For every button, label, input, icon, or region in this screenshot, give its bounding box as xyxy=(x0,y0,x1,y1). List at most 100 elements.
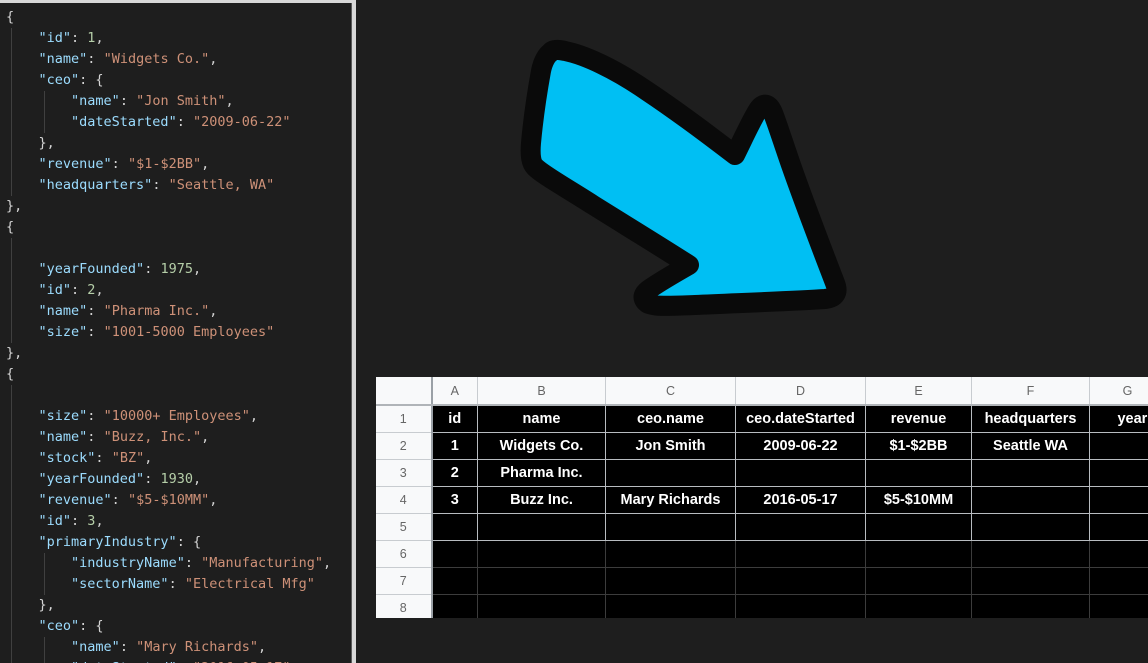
cell-F1[interactable]: headquarters xyxy=(971,405,1090,433)
code-token-str: "Pharma Inc." xyxy=(103,303,210,319)
code-editor-content[interactable]: { "id": 1, "name": "Widgets Co.", "ceo":… xyxy=(0,7,352,663)
code-line: "id": 1, xyxy=(0,28,352,49)
cell-F7[interactable] xyxy=(971,567,1090,595)
code-token-key: "id" xyxy=(38,513,72,529)
code-line: }, xyxy=(0,595,352,616)
cell-E7[interactable] xyxy=(865,567,972,595)
code-token-colon: : xyxy=(79,72,96,88)
cell-E6[interactable] xyxy=(865,540,972,568)
cell-D7[interactable] xyxy=(735,567,866,595)
code-line xyxy=(0,385,352,406)
cell-D5[interactable] xyxy=(735,513,866,541)
cell-B3[interactable]: Pharma Inc. xyxy=(477,459,606,487)
code-token-num: 3 xyxy=(87,513,96,529)
column-header-f[interactable]: F xyxy=(971,377,1090,406)
cell-E4[interactable]: $5-$10MM xyxy=(865,486,972,514)
row-header-1[interactable]: 1 xyxy=(376,405,433,433)
code-token-punc: { xyxy=(95,618,104,634)
row-header-5[interactable]: 5 xyxy=(376,513,433,541)
cell-G2[interactable] xyxy=(1089,432,1148,460)
cell-A1[interactable]: id xyxy=(431,405,478,433)
code-token-key: "id" xyxy=(38,282,72,298)
indent-guide xyxy=(11,616,12,637)
cell-C6[interactable] xyxy=(605,540,736,568)
cell-G4[interactable]: 19 xyxy=(1089,486,1148,514)
cell-A2[interactable]: 1 xyxy=(431,432,478,460)
cell-E2[interactable]: $1-$2BB xyxy=(865,432,972,460)
code-token-punc: , xyxy=(201,429,210,445)
cell-A4[interactable]: 3 xyxy=(431,486,478,514)
code-line: "primaryIndustry": { xyxy=(0,532,352,553)
code-token-colon: : xyxy=(119,93,137,109)
cell-D1[interactable]: ceo.dateStarted xyxy=(735,405,866,433)
cell-A6[interactable] xyxy=(431,540,478,568)
cell-B8[interactable] xyxy=(477,594,606,618)
column-header-b[interactable]: B xyxy=(477,377,606,406)
cell-G3[interactable]: 19 xyxy=(1089,459,1148,487)
cell-G5[interactable] xyxy=(1089,513,1148,541)
column-header-d[interactable]: D xyxy=(735,377,866,406)
cell-D4[interactable]: 2016-05-17 xyxy=(735,486,866,514)
cell-C3[interactable] xyxy=(605,459,736,487)
row-header-3[interactable]: 3 xyxy=(376,459,433,487)
row-header-6[interactable]: 6 xyxy=(376,540,433,568)
cell-C1[interactable]: ceo.name xyxy=(605,405,736,433)
cell-B4[interactable]: Buzz Inc. xyxy=(477,486,606,514)
cell-B2[interactable]: Widgets Co. xyxy=(477,432,606,460)
cell-E1[interactable]: revenue xyxy=(865,405,972,433)
cell-C4[interactable]: Mary Richards xyxy=(605,486,736,514)
indent-guide xyxy=(11,658,12,663)
cell-F3[interactable] xyxy=(971,459,1090,487)
row-header-2[interactable]: 2 xyxy=(376,432,433,460)
cell-C7[interactable] xyxy=(605,567,736,595)
cell-C8[interactable] xyxy=(605,594,736,618)
cell-B1[interactable]: name xyxy=(477,405,606,433)
row-header-8[interactable]: 8 xyxy=(376,594,433,618)
cell-F5[interactable] xyxy=(971,513,1090,541)
cell-F8[interactable] xyxy=(971,594,1090,618)
code-token-colon: : xyxy=(71,282,88,298)
code-token-punc: }, xyxy=(6,345,23,361)
cell-F2[interactable]: Seattle WA xyxy=(971,432,1090,460)
cell-G7[interactable] xyxy=(1089,567,1148,595)
code-token-punc: { xyxy=(6,366,15,382)
column-header-c[interactable]: C xyxy=(605,377,736,406)
cell-C2[interactable]: Jon Smith xyxy=(605,432,736,460)
cell-F4[interactable] xyxy=(971,486,1090,514)
cell-A3[interactable]: 2 xyxy=(431,459,478,487)
indent-guide xyxy=(11,637,12,658)
cell-E3[interactable] xyxy=(865,459,972,487)
code-token-punc: , xyxy=(95,282,104,298)
cell-G1[interactable]: yearFo xyxy=(1089,405,1148,433)
cell-E8[interactable] xyxy=(865,594,972,618)
row-header-4[interactable]: 4 xyxy=(376,486,433,514)
indent-guide xyxy=(11,574,12,595)
select-all-corner[interactable] xyxy=(376,377,433,406)
grid-row: 6 xyxy=(376,540,1148,568)
cell-A8[interactable] xyxy=(431,594,478,618)
row-header-7[interactable]: 7 xyxy=(376,567,433,595)
cell-A5[interactable] xyxy=(431,513,478,541)
cell-G6[interactable] xyxy=(1089,540,1148,568)
cell-C5[interactable] xyxy=(605,513,736,541)
cell-D2[interactable]: 2009-06-22 xyxy=(735,432,866,460)
cell-B7[interactable] xyxy=(477,567,606,595)
code-line: "name": "Jon Smith", xyxy=(0,91,352,112)
cell-D6[interactable] xyxy=(735,540,866,568)
json-code-panel[interactable]: { "id": 1, "name": "Widgets Co.", "ceo":… xyxy=(0,0,356,663)
cell-F6[interactable] xyxy=(971,540,1090,568)
cell-B6[interactable] xyxy=(477,540,606,568)
code-token-key: "dateStarted" xyxy=(71,660,177,663)
cell-B5[interactable] xyxy=(477,513,606,541)
cell-A7[interactable] xyxy=(431,567,478,595)
cell-E5[interactable] xyxy=(865,513,972,541)
cell-D3[interactable] xyxy=(735,459,866,487)
cell-G8[interactable] xyxy=(1089,594,1148,618)
column-header-g[interactable]: G xyxy=(1089,377,1148,406)
column-header-e[interactable]: E xyxy=(865,377,972,406)
column-header-a[interactable]: A xyxy=(431,377,478,406)
cell-D8[interactable] xyxy=(735,594,866,618)
